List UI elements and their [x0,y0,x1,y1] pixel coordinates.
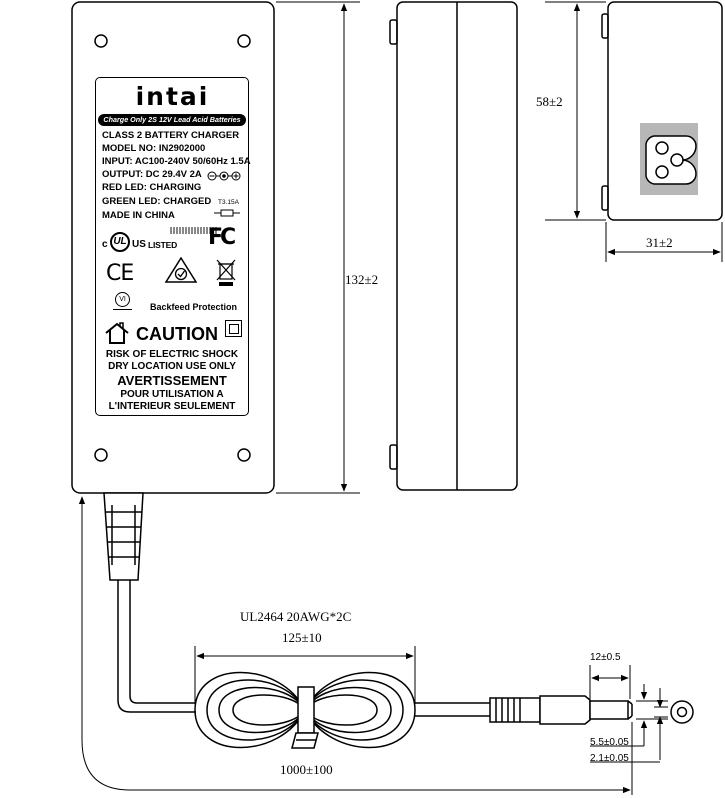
plug-id-label: 2.1±0.05 [590,753,629,764]
spec-line-6: GREEN LED: CHARGED [102,196,212,207]
plug-od-label: 5.5±0.05 [590,737,629,748]
plug-end-outer [670,700,694,724]
vi-underline [113,309,132,310]
mount-hole-tl [94,34,108,48]
fuse-rating: T3.15A [218,199,239,206]
side-view [389,1,518,491]
strain-relief [103,492,144,581]
width-dimension-label: 58±2 [536,94,563,109]
plug-end-inner [676,706,688,718]
spec-line-7: MADE IN CHINA [102,210,175,221]
socket-pin-1 [655,141,669,155]
warning-line-1: RISK OF ELECTRIC SHOCK [105,349,239,360]
double-insulation-icon [225,320,242,337]
label-banner: Charge Only 2S 12V Lead Acid Batteries [98,114,246,126]
width-dimension [545,1,606,221]
spec-line-4: OUTPUT: DC 29.4V 2A [102,169,202,180]
coil-length-label: 125±10 [282,630,322,645]
cable-inner [129,580,196,704]
length-dimension-label: 132±2 [345,272,379,287]
end-body [607,1,723,221]
cable-length-dimension [78,496,633,795]
ul-circle-icon: UL [110,232,130,252]
coil-length-dimension [194,646,416,704]
front-body [71,1,275,494]
backfeed-protection: Backfeed Protection [150,302,238,312]
brand-logo: intai [135,82,210,111]
ul-mark: c UL US LISTED [102,232,184,254]
spec-line-1: CLASS 2 BATTERY CHARGER [102,130,240,141]
thickness-dimension-label: 31±2 [646,235,673,250]
french-line-2: L'INTERIEUR SEULEMENT [108,401,236,412]
dc-plug-body [539,695,591,725]
mount-hole-bl [94,448,108,462]
weee-bin-icon [216,259,236,286]
polarity-icon [207,171,241,181]
thickness-dimension [605,222,723,262]
cable-spec-label: UL2464 20AWG*2C [240,609,352,624]
spec-line-2: MODEL NO: IN2902000 [102,143,206,154]
cable-length-label: 1000±100 [280,762,333,777]
mount-hole-tr [237,34,251,48]
fcc-mark: FC [208,225,236,250]
rcm-icon [165,257,197,283]
caution-heading: CAUTION [136,324,218,344]
barcode-pattern [170,227,218,234]
spec-line-5: RED LED: CHARGING [102,182,202,193]
warning-line-2: DRY LOCATION USE ONLY [108,361,236,372]
plug-dimensions [589,665,668,763]
avertissement-heading: AVERTISSEMENT [117,373,227,388]
dc-plug-ribbed [489,697,541,723]
french-line-1: POUR UTILISATION A [120,389,224,400]
length-dimension [276,1,360,494]
home-icon [105,322,129,344]
end-view [601,1,723,221]
mount-hole-br [237,448,251,462]
cable-tie [297,686,315,734]
spec-line-3: INPUT: AC100-240V 50/60Hz 1.5A [102,156,251,167]
socket-pin-2 [670,153,684,167]
dc-plug-barrel [589,700,629,720]
fuse-icon [214,209,240,217]
socket-pin-3 [655,165,669,179]
vi-mark: VI [115,292,130,307]
ce-mark: CE [106,261,134,286]
plug-length-label: 12±0.5 [590,652,621,663]
cable-assembly [103,492,694,749]
front-view [71,1,275,494]
